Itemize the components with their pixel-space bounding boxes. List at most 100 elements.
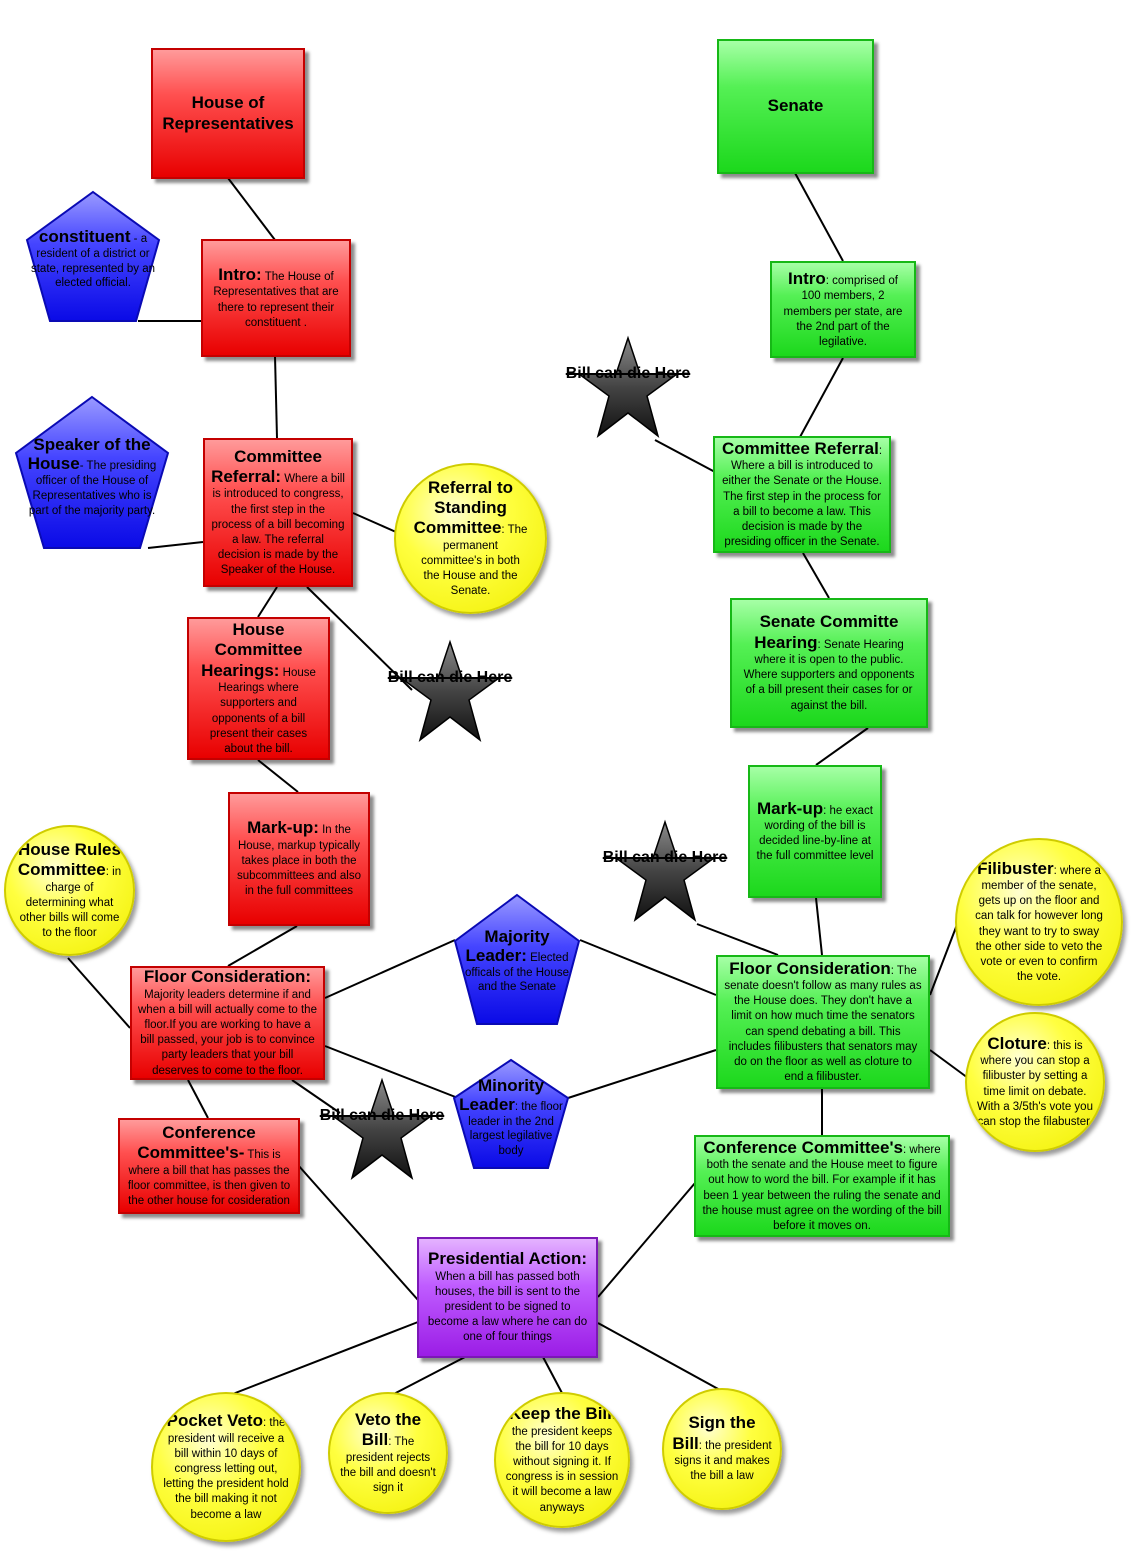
pentagon-shape <box>452 1058 570 1169</box>
star-label: Bill can die Here <box>387 669 513 686</box>
pentagon-shape <box>14 395 170 549</box>
senate-intro-box: Intro: comprised of 100 members, 2 membe… <box>770 261 916 358</box>
senate-referral-title: Committee Referral <box>721 438 879 458</box>
senate-markup-title: Mark-up <box>757 798 824 818</box>
star-icon <box>398 639 502 742</box>
star-icon <box>576 335 680 438</box>
senate-box: Senate <box>717 39 874 174</box>
cloture-title: Cloture <box>987 1033 1047 1053</box>
link-minority-floor-senate <box>567 1049 717 1099</box>
link-floor-minority <box>324 1045 459 1099</box>
senate-floor-title: Floor Consideration <box>729 958 891 978</box>
constituent-text: - a resident of a district or state, rep… <box>30 232 156 290</box>
link-markup-floor-senate <box>815 897 823 956</box>
speaker-text: - The presiding officer of the House of … <box>28 460 157 517</box>
bill-can-die-star-senate-referral: Bill can die Here <box>566 335 690 440</box>
house-conference-text: This is where a bill that has passes the… <box>127 1149 291 1207</box>
senate-conference-title: Conference Committee's <box>703 1137 903 1157</box>
cloture-text: : this is where you can stop a filibuste… <box>977 1039 1093 1128</box>
star-label: Bill can die Here <box>602 849 728 866</box>
senate-floor-consideration-box: Floor Consideration: The senate doesn't … <box>716 955 930 1089</box>
senate-referral-text: : Where a bill is introduced to either t… <box>722 444 883 549</box>
link-markup-floor <box>227 925 298 967</box>
link-senate-intro <box>794 172 844 262</box>
link-star-floor-senate <box>696 923 779 956</box>
filibuster-circle: Filibuster: where a member of the senate… <box>955 838 1123 1006</box>
senate-intro-text: : comprised of 100 members, 2 members pe… <box>783 274 903 348</box>
house-markup-text: In the House, markup typically takes pla… <box>236 824 361 898</box>
house-referral-title: Committee Referral: <box>211 446 322 486</box>
link-referral-standing <box>352 512 397 533</box>
minority-title: Minority Leader <box>459 1075 545 1114</box>
link-rules-floor <box>67 957 131 1029</box>
link-president-veto <box>387 1356 466 1398</box>
link-intro-referral <box>274 355 278 439</box>
link-house-conference-president <box>297 1164 419 1301</box>
link-intro-referral-senate <box>799 357 844 438</box>
pocket-veto-title: Pocket Veto <box>166 1411 263 1431</box>
senate-markup-box: Mark-up: he exact wording of the bill is… <box>748 765 882 898</box>
rules-text: : in charge of determining what other bi… <box>19 866 122 940</box>
cloture-circle: Cloture: this is where you can stop a fi… <box>965 1012 1105 1152</box>
link-majority-floor-senate <box>579 939 717 996</box>
link-floor-conference <box>187 1079 209 1119</box>
senate-committee-referral-box: Committee Referral: Where a bill is intr… <box>713 436 891 553</box>
link-referral-hearing-senate <box>802 552 830 599</box>
majority-title: Majority Leader: <box>465 926 550 965</box>
constituent-title: constituent <box>38 226 131 246</box>
senate-committee-hearing-box: Senate Committe Hearing: Senate Hearing … <box>730 598 928 728</box>
standing-title: Referral to Standing Committee <box>413 477 514 538</box>
house-committee-hearings-box: House Committee Hearings: House Hearings… <box>187 617 330 760</box>
sign-text: : the president signs it and makes the b… <box>674 1439 772 1483</box>
constituent-pentagon: constituent - a resident of a district o… <box>25 190 161 323</box>
link-hearing-markup-senate <box>815 727 869 766</box>
star-label: Bill can die Here <box>319 1107 445 1124</box>
speaker-of-the-house-pentagon: Speaker of the House- The presiding offi… <box>14 395 170 550</box>
link-star-referral-senate <box>654 439 716 473</box>
senate-intro-title: Intro <box>787 268 826 288</box>
standing-text: : The permanent committee's in both the … <box>421 524 528 598</box>
house-floor-consideration-box: Floor Consideration: Majority leaders de… <box>130 966 325 1080</box>
bill-can-die-star-house-floor: Bill can die Here <box>320 1077 444 1182</box>
link-floor-filibuster <box>929 921 959 996</box>
house-of-representatives-box: House of Representatives <box>151 48 305 179</box>
house-hearings-text: House Hearings where supporters and oppo… <box>209 666 316 755</box>
link-speaker-referral <box>147 541 204 549</box>
senate-floor-text: : The senate doesn't follow as many rule… <box>724 964 922 1084</box>
house-intro-title: Intro: <box>218 265 262 285</box>
star-icon <box>613 819 717 922</box>
house-hearings-title: House Committee Hearings: <box>201 619 303 680</box>
link-senate-conference-president <box>597 1182 696 1298</box>
link-president-sign <box>597 1322 721 1391</box>
presidential-title: Presidential Action: <box>427 1249 587 1269</box>
link-president-pocket <box>224 1321 419 1398</box>
senate-conference-committee-box: Conference Committee's: where both the s… <box>694 1135 950 1237</box>
link-floor-cloture <box>929 1049 969 1079</box>
link-referral-star <box>306 586 413 691</box>
link-floor-star <box>291 1079 341 1114</box>
presidential-action-box: Presidential Action: When a bill has pas… <box>417 1237 598 1358</box>
house-markup-box: Mark-up: In the House, markup typically … <box>228 792 370 926</box>
house-floor-title: Floor Consideration: <box>143 967 312 987</box>
house-floor-text: Majority leaders determine if and when a… <box>138 988 317 1077</box>
house-conference-committee-box: Conference Committee's- This is where a … <box>118 1118 300 1214</box>
speaker-title: Speaker of the House <box>27 435 151 474</box>
pocket-veto-text: : the president will receive a bill with… <box>163 1417 289 1521</box>
keep-the-bill-circle: Keep the Bill: the president keeps the b… <box>494 1392 630 1528</box>
bill-can-die-star-senate-floor: Bill can die Here <box>603 819 727 924</box>
link-hearings-markup <box>257 759 299 793</box>
pentagon-shape <box>25 190 161 322</box>
house-title: House of Representatives <box>162 93 294 133</box>
filibuster-text: : where a member of the senate, gets up … <box>975 864 1103 984</box>
house-intro-text: The House of Representatives that are th… <box>213 271 339 329</box>
majority-leader-pentagon: Majority Leader: Elected officals of the… <box>453 893 581 1026</box>
link-floor-majority <box>324 939 456 999</box>
senate-hearing-title: Senate Committe Hearing <box>754 612 899 652</box>
keep-text: : the president keeps the bill for 10 da… <box>505 1410 619 1514</box>
referral-to-standing-committee-circle: Referral to Standing Committee: The perm… <box>394 463 547 614</box>
minority-leader-pentagon: Minority Leader: the floor leader in the… <box>452 1058 570 1170</box>
senate-conference-text: : where both the senate and the House me… <box>702 1143 942 1232</box>
link-referral-hearings <box>257 586 278 618</box>
sign-the-bill-circle: Sign the Bill: the president signs it an… <box>662 1388 782 1510</box>
